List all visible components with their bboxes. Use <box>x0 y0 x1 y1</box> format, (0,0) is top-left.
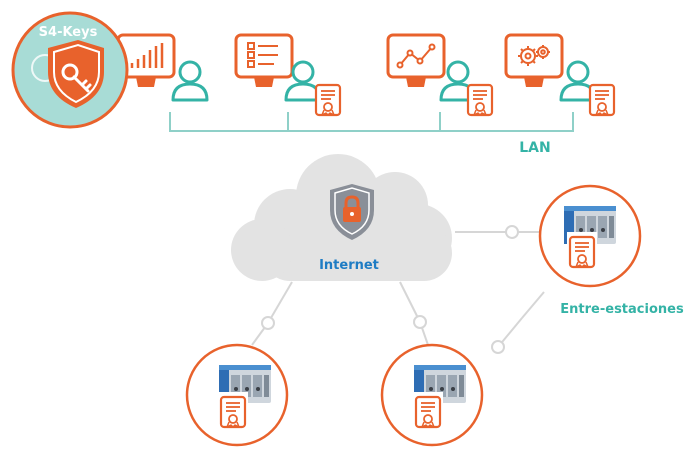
internet-cloud <box>231 154 452 281</box>
workstation-gears <box>504 33 564 87</box>
bar-chart-icon <box>130 43 164 68</box>
lan-label: LAN <box>519 140 550 156</box>
checklist-icon <box>247 42 278 68</box>
workstation-line-chart <box>386 33 446 87</box>
shield-key-icon <box>48 40 104 108</box>
certificate-icon <box>588 83 616 117</box>
station-bottom-left <box>185 343 289 447</box>
cloud-label: Internet <box>319 258 379 273</box>
node-dot <box>413 315 427 329</box>
certificate-icon <box>314 83 342 117</box>
certificate-icon <box>466 83 494 117</box>
lan-bracket <box>169 112 574 132</box>
certificate-icon <box>219 395 247 429</box>
monitor-icon <box>386 33 446 79</box>
shield-lock-icon <box>330 184 374 240</box>
node-dot <box>505 225 519 239</box>
node-dot <box>491 340 505 354</box>
station-right <box>538 184 642 288</box>
user-icon <box>171 60 209 102</box>
s4-keys-badge: S4-Keys <box>11 11 129 129</box>
workstation-checklist <box>234 33 294 87</box>
certificate-icon <box>414 395 442 429</box>
node-dot <box>261 316 275 330</box>
certificate-icon <box>568 235 596 269</box>
station-bottom-center <box>380 343 484 447</box>
badge-title: S4-Keys <box>39 25 98 40</box>
stations-label: Entre-estaciones <box>560 302 684 317</box>
connection-nodes <box>261 225 519 354</box>
gears-icon <box>518 45 550 66</box>
workstation-bar-chart <box>116 33 176 87</box>
line-chart-icon <box>396 43 436 69</box>
